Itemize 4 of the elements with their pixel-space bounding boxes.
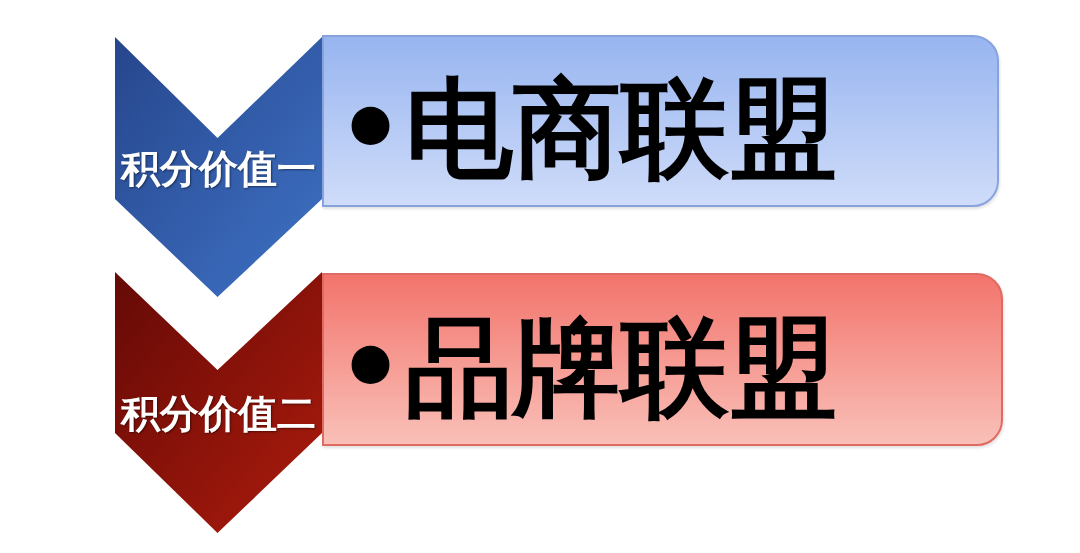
list-item-text: •电商联盟 [336,73,838,185]
step-label: 积分价值二 [119,394,317,434]
step-label: 积分价值一 [119,149,317,189]
list-item-text: •品牌联盟 [336,311,838,424]
